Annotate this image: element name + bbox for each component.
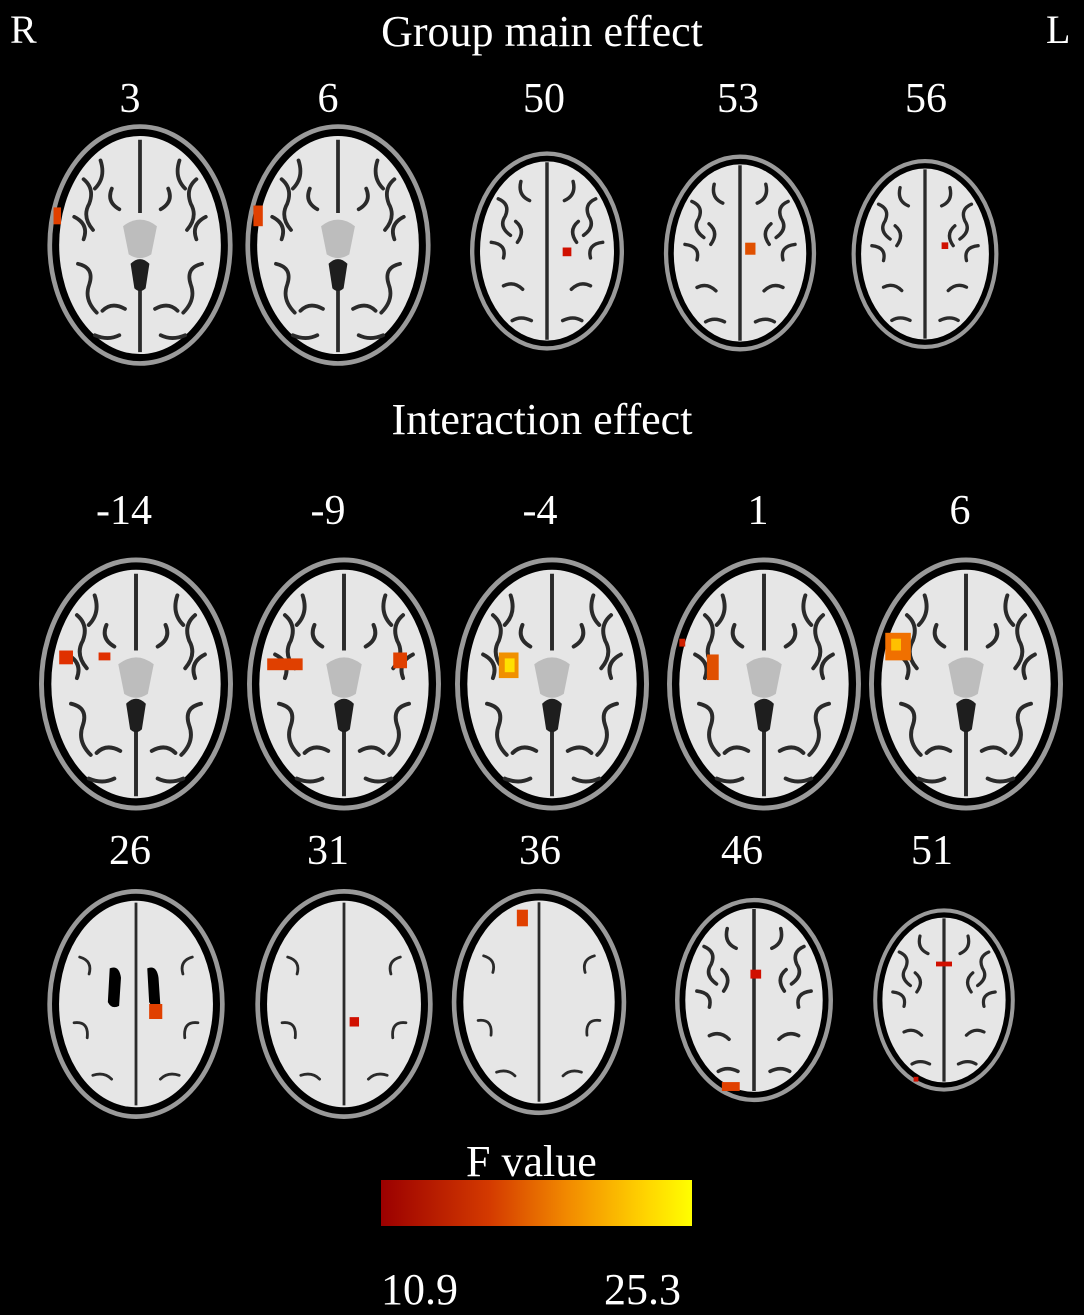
slice-label: 50 (523, 76, 565, 122)
activation-cluster (59, 650, 73, 665)
activation-cluster (913, 1076, 919, 1082)
activation-cluster (679, 638, 686, 647)
activation-cluster (936, 961, 952, 967)
brain-slice-image (873, 908, 1015, 1092)
slice-label: 36 (519, 828, 561, 874)
slice-label: 26 (109, 828, 151, 874)
activation-cluster (941, 242, 949, 250)
brain-slice-image (244, 556, 444, 812)
brain-slice-image (244, 122, 432, 368)
activation-cluster (891, 638, 902, 651)
activation-cluster (53, 207, 62, 225)
interaction-effect-title: Interaction effect (391, 395, 693, 444)
slice-label: -9 (310, 488, 346, 534)
brain-slice-image (866, 556, 1066, 812)
activation-cluster (745, 242, 756, 255)
activation-cluster (253, 205, 263, 227)
brain-slice-image (444, 882, 634, 1122)
brain-slice-image (842, 144, 1008, 364)
activation-cluster (562, 247, 572, 257)
slice-label: 51 (911, 828, 953, 874)
slice-label: 56 (905, 76, 947, 122)
brain-slice-image (38, 882, 234, 1126)
colorbar-max-label: 25.3 (604, 1265, 681, 1314)
slice-label: 53 (717, 76, 759, 122)
colorbar-gradient (381, 1180, 692, 1226)
brain-slice-image (250, 882, 438, 1126)
activation-cluster (721, 1082, 740, 1092)
brain-slice-image (36, 556, 236, 812)
activation-cluster (516, 909, 528, 927)
slice-label: 6 (317, 76, 339, 122)
activation-cluster (393, 652, 408, 669)
brain-slice-image (46, 122, 234, 368)
activation-cluster (349, 1017, 360, 1027)
brain-slice-image (460, 136, 634, 366)
brain-slice-image (452, 556, 652, 812)
activation-cluster (706, 654, 719, 681)
right-orientation-label: R (10, 7, 37, 52)
slice-label: 3 (119, 76, 141, 122)
activation-cluster (504, 658, 515, 673)
activation-cluster (750, 969, 762, 979)
slice-label: 31 (307, 828, 349, 874)
brain-slice-image (664, 884, 844, 1116)
slice-label: -4 (522, 488, 558, 534)
brain-slice-image (654, 140, 826, 366)
slice-label: 46 (721, 828, 763, 874)
activation-cluster (267, 658, 303, 671)
group-main-effect-title: Group main effect (381, 7, 703, 56)
slice-label: 6 (949, 488, 971, 534)
activation-cluster (98, 652, 111, 661)
colorbar-title: F value (466, 1137, 597, 1186)
brain-slice-image (664, 556, 864, 812)
slice-label: -14 (96, 488, 152, 534)
left-orientation-label: L (1046, 7, 1071, 52)
activation-cluster (149, 1004, 163, 1020)
slice-label: 1 (747, 488, 769, 534)
colorbar-min-label: 10.9 (381, 1265, 458, 1314)
